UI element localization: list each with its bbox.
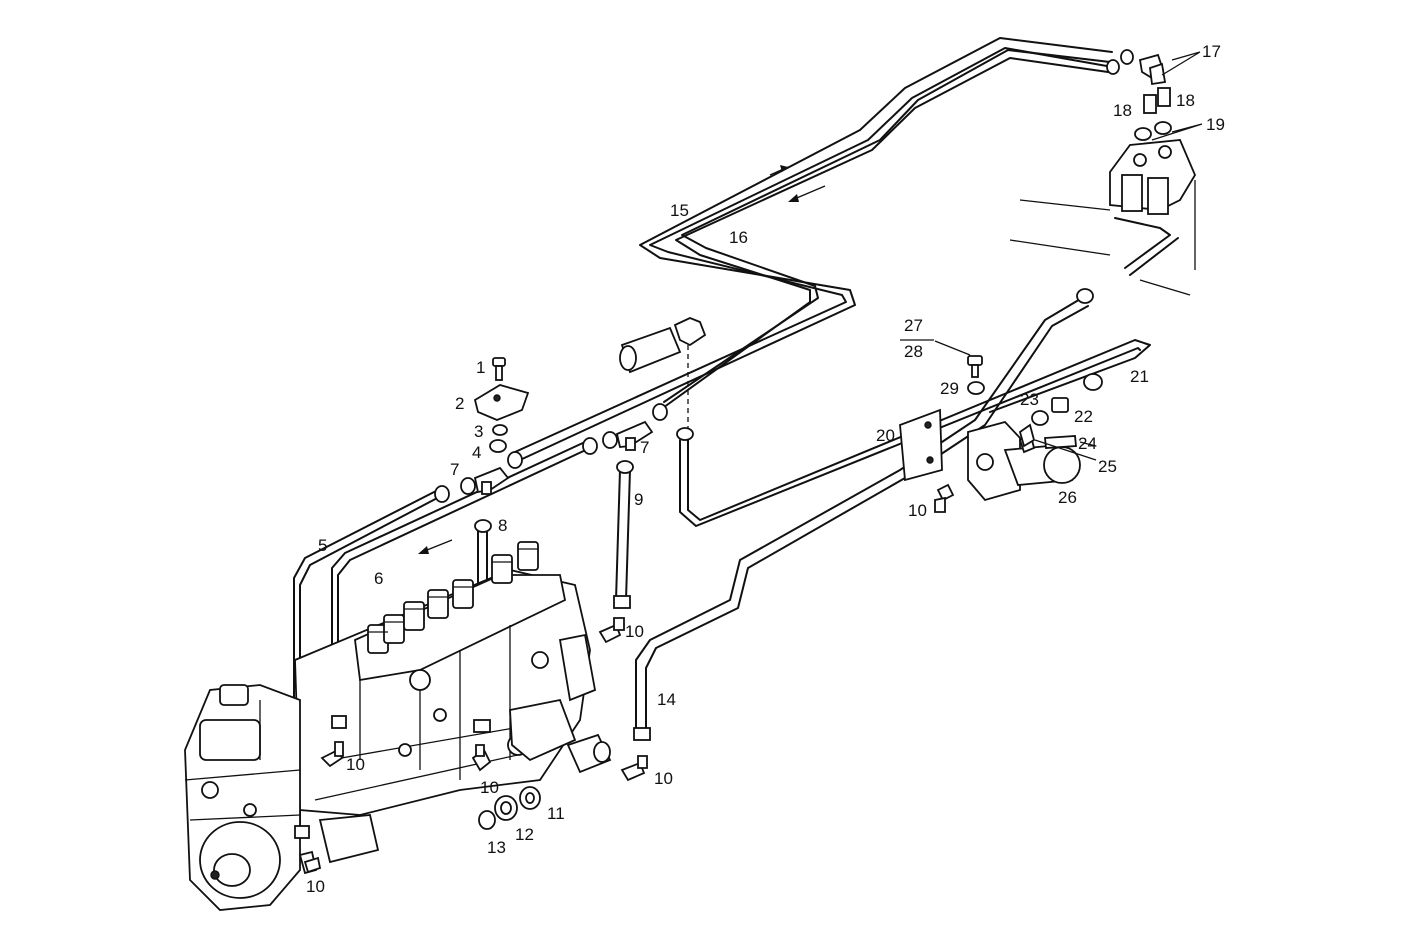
pipe-nut [1076, 288, 1094, 304]
callout-18-right: 18 [1176, 91, 1195, 110]
callout-13: 13 [487, 838, 506, 857]
filter-head [1009, 139, 1197, 296]
callout-9: 9 [634, 490, 643, 509]
callout-18-left: 18 [1113, 101, 1132, 120]
callout-10-pipe9: 10 [625, 622, 644, 641]
pipe-nut [633, 727, 651, 741]
leader-lines [900, 51, 1203, 461]
pipe-16 [659, 49, 1111, 411]
pipe-9 [615, 469, 631, 601]
clamp [473, 384, 530, 421]
seal-ring-bore [500, 801, 512, 815]
callout-7-left: 7 [450, 460, 459, 479]
pipe-rear-return [1114, 217, 1179, 276]
callout-23: 23 [1020, 390, 1039, 409]
pipe-nut [331, 715, 347, 729]
union-screw [1051, 397, 1069, 413]
callout-26: 26 [1058, 488, 1077, 507]
bolt [1044, 435, 1077, 449]
callout-2: 2 [455, 394, 464, 413]
pipe-nut [473, 719, 491, 733]
callout-10-pipe14: 10 [654, 769, 673, 788]
callout-16: 16 [729, 228, 748, 247]
elbow-union [620, 755, 648, 782]
callout-21: 21 [1130, 367, 1149, 386]
sealing-washer [1134, 127, 1152, 141]
washer [967, 381, 985, 395]
union-screw [1157, 87, 1171, 107]
overflow-valve [566, 733, 612, 774]
callout-19: 19 [1206, 115, 1225, 134]
callout-11: 11 [547, 804, 565, 823]
pipe-15 [514, 37, 1119, 461]
callout-22: 22 [1074, 407, 1093, 426]
callout-8: 8 [498, 516, 507, 535]
bolt [967, 355, 983, 366]
injection-pump [184, 541, 597, 911]
elbow-union [320, 741, 344, 768]
pipe-nut [582, 437, 598, 455]
bracket [899, 408, 943, 482]
callout-12: 12 [515, 825, 534, 844]
elbow-union [598, 617, 625, 644]
sealing-washer [1154, 121, 1172, 135]
banjo-fitting [460, 451, 523, 495]
callout-6: 6 [374, 569, 383, 588]
pipe-nut [676, 427, 694, 441]
callout-20: 20 [876, 426, 895, 445]
union-screw [1143, 94, 1157, 114]
bolt [971, 364, 979, 378]
pipe-nut [294, 825, 310, 839]
callout-28: 28 [904, 342, 923, 361]
flow-arrow-icon [769, 165, 789, 176]
pipe-nut [1083, 373, 1103, 391]
nut-bore [525, 792, 535, 804]
callout-1: 1 [476, 358, 485, 377]
flow-arrow-icon [418, 539, 453, 554]
callout-10-pipe5: 10 [306, 877, 325, 896]
callout-15: 15 [670, 201, 689, 220]
pipe-nut [474, 519, 492, 533]
pipe-nut [613, 595, 631, 609]
washer [489, 439, 507, 453]
pipe-21 [679, 339, 1151, 527]
callout-27: 27 [904, 316, 923, 335]
callout-4: 4 [472, 443, 481, 462]
callout-25: 25 [1098, 457, 1117, 476]
bolt [492, 357, 506, 381]
pipe-nut [616, 460, 634, 474]
callout-3: 3 [474, 422, 483, 441]
callout-29: 29 [940, 379, 959, 398]
elbow-fitting [1106, 49, 1167, 86]
callout-10-pipe8: 10 [480, 778, 499, 797]
washer [492, 424, 508, 436]
o-ring [478, 810, 496, 830]
elbow-union [934, 483, 955, 513]
check-valve [619, 317, 707, 374]
callout-10-pipe6: 10 [346, 755, 365, 774]
pipe-14 [635, 297, 1089, 731]
callout-10-feedpump: 10 [908, 501, 927, 520]
elbow-union [298, 850, 322, 875]
flow-arrow-icon [788, 185, 826, 202]
callout-5: 5 [318, 536, 327, 555]
gasket [1018, 423, 1036, 448]
elbow-union [471, 744, 492, 772]
callout-17: 17 [1202, 42, 1221, 61]
callout-7-right: 7 [640, 438, 649, 457]
banjo-fitting [602, 403, 668, 451]
callout-14: 14 [657, 690, 676, 709]
callout-24: 24 [1078, 434, 1097, 453]
pipe-nut [434, 485, 450, 503]
washer [1031, 410, 1049, 426]
